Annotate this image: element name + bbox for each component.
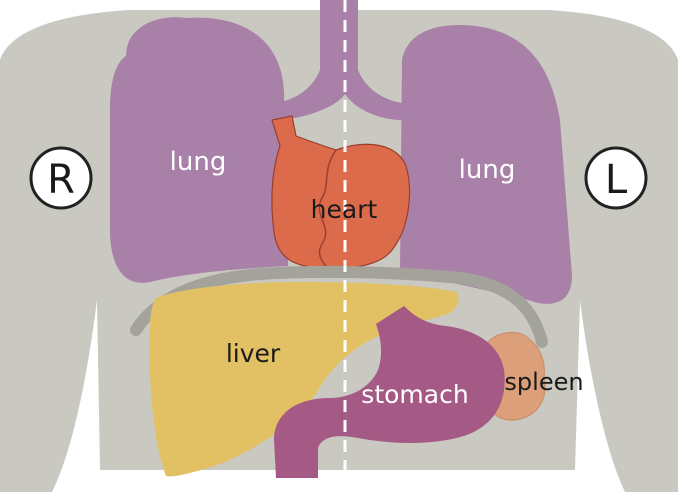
heart-label: heart bbox=[311, 195, 378, 224]
lung-right-label: lung bbox=[170, 147, 227, 177]
left-side-marker-label: L bbox=[605, 157, 628, 203]
lung-left-label: lung bbox=[459, 155, 516, 185]
left-side-marker: L bbox=[586, 148, 646, 208]
spleen-label: spleen bbox=[504, 368, 583, 396]
right-side-marker-label: R bbox=[47, 157, 75, 203]
liver-label: liver bbox=[226, 339, 281, 368]
right-side-marker: R bbox=[31, 148, 91, 208]
stomach-label: stomach bbox=[361, 380, 468, 409]
